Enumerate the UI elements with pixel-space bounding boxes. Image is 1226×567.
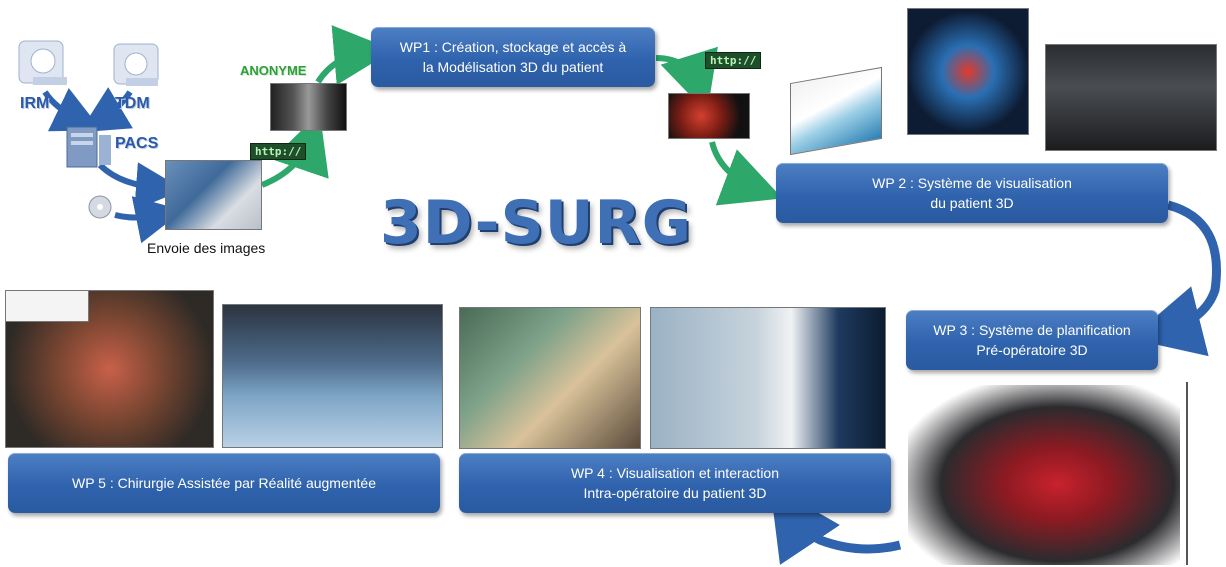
pacs-label: PACS xyxy=(115,135,159,152)
arrow-cd-doctor xyxy=(114,196,184,244)
vertical-divider xyxy=(1186,382,1188,565)
http-tag-2: http:// xyxy=(705,52,762,69)
wp3-line1: WP 3 : Système de planification xyxy=(933,322,1131,338)
doctor-photo xyxy=(165,160,262,230)
page-title: 3D-SURG xyxy=(380,188,692,258)
wp2-box: WP 2 : Système de visualisation du patie… xyxy=(776,163,1168,223)
anonyme-label: ANONYME xyxy=(240,63,307,78)
wp2-line1: WP 2 : Système de visualisation xyxy=(872,175,1072,191)
wp3-box: WP 3 : Système de planification Pré-opér… xyxy=(906,310,1158,370)
arrow-doctor-anonyme xyxy=(260,112,329,188)
wp1-line1: WP1 : Création, stockage et accès à xyxy=(399,39,627,55)
surgeon-gesture-image xyxy=(650,307,886,449)
tablet-in-surgery-image xyxy=(459,307,641,449)
monitor-3d-image xyxy=(907,8,1029,135)
wp4-line2: Intra-opératoire du patient 3D xyxy=(583,485,767,501)
cd-icon xyxy=(88,195,112,219)
arrow-to-wp4 xyxy=(770,485,902,565)
wp2-line2: du patient 3D xyxy=(930,195,1014,211)
arrow-irm-pacs xyxy=(42,87,102,132)
wp1-box: WP1 : Création, stockage et accès à la M… xyxy=(371,27,655,87)
wp1-line2: la Modélisation 3D du patient xyxy=(422,59,604,75)
ct-organ-image xyxy=(668,93,750,139)
arrow-anonyme-wp1 xyxy=(315,25,394,85)
arrow-pacs-doctor xyxy=(97,162,184,211)
anonymized-ct-stack xyxy=(270,83,347,131)
envoie-caption: Envoie des images xyxy=(147,240,266,256)
operating-room-image xyxy=(222,304,443,448)
arrow-ct-wp2 xyxy=(709,141,783,206)
wp4-line1: WP 4 : Visualisation et interaction xyxy=(570,465,780,481)
wp5-box: WP 5 : Chirurgie Assistée par Réalité au… xyxy=(8,453,440,513)
wp5-line1: WP 5 : Chirurgie Assistée par Réalité au… xyxy=(71,475,376,491)
surgical-goggles-icon xyxy=(5,290,89,322)
irm-label: IRM xyxy=(20,95,50,112)
wp3-line2: Pré-opératoire 3D xyxy=(976,342,1088,358)
workstation-image xyxy=(1045,44,1217,151)
http-tag-1: http:// xyxy=(250,143,307,160)
mri-scanner-icon xyxy=(18,40,67,85)
wp4-box: WP 4 : Visualisation et interaction Intr… xyxy=(459,453,891,513)
server-icon xyxy=(66,126,111,168)
arrow-wp2-wp3 xyxy=(1130,200,1221,357)
ct-scanner-icon xyxy=(113,43,159,86)
arrow-tdm-pacs xyxy=(79,87,133,133)
arrow-wp1-ct xyxy=(655,46,718,113)
tdm-label: TDM xyxy=(115,95,150,112)
surgical-planning-tablet-image xyxy=(908,385,1180,565)
